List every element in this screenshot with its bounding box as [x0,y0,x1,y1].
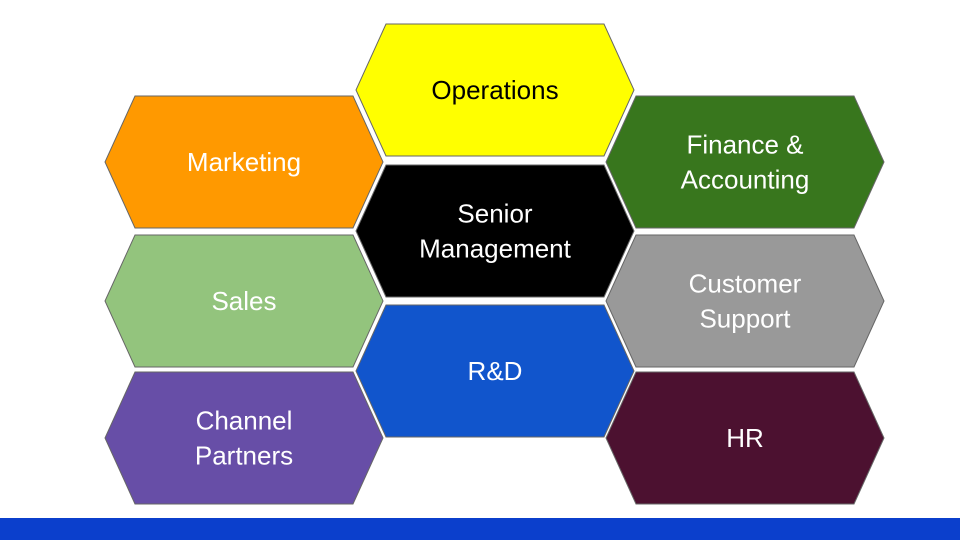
hexagon-label-line: HR [726,423,764,453]
bottom-bar [0,518,960,540]
hexagon-shape-finance [605,95,885,229]
hexagon-label-line: R&D [468,356,523,386]
hexagon-label-line: Customer [689,269,802,299]
hexagon-label-hr: HR [726,423,764,453]
hexagon-label-sales: Sales [211,286,276,316]
hexagon-label-line: Operations [431,75,558,105]
hexagon-label-line: Channel [196,406,293,436]
hexagon-hr: HR [605,371,885,505]
hexagon-label-line: Finance & [686,130,803,160]
hexagon-finance: Finance & Accounting [605,95,885,229]
hexagon-label-rnd: R&D [468,356,523,386]
hexagon-label-operations: Operations [431,75,558,105]
hexagon-label-line: Support [699,304,791,334]
hexagon-operations: Operations [355,23,635,157]
hexagon-label-finance: Finance & Accounting [681,130,810,195]
hexagon-shape-customer-support [605,234,885,368]
hexagon-shape-sales [104,234,384,368]
hexagon-marketing: Marketing [104,95,384,229]
hexagon-label-line: Marketing [187,147,301,177]
hexagon-shape-rnd [355,304,635,438]
hexagon-shape-operations [355,23,635,157]
hexagon-shape-channel-partners [104,371,384,505]
hexagon-label-line: Accounting [681,165,810,195]
hexagon-label-line: Partners [195,441,293,471]
hexagon-shape-marketing [104,95,384,229]
hexagon-sales: Sales [104,234,384,368]
hexagon-shape-senior-management [355,164,635,298]
hexagon-label-marketing: Marketing [187,147,301,177]
hexagon-shape-hr [605,371,885,505]
hexagon-label-line: Sales [211,286,276,316]
hexagon-rnd: R&D [355,304,635,438]
hexagon-label-line: Management [419,234,572,264]
hexagon-label-line: Senior [457,199,532,229]
